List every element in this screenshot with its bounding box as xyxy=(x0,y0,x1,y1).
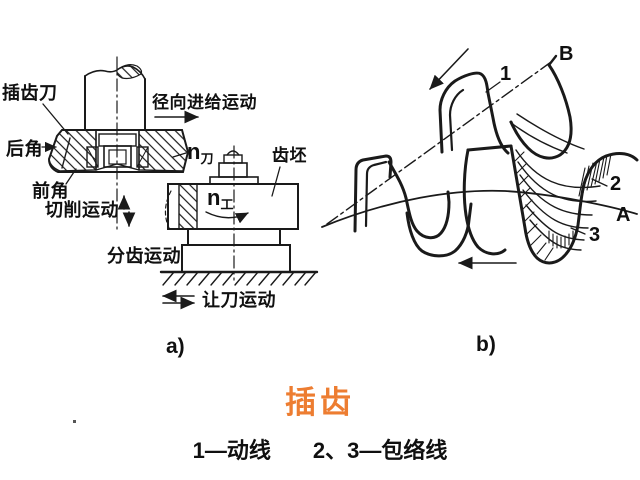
workpiece-rotation-arrow xyxy=(205,211,249,224)
label-front-angle: 前角 xyxy=(32,181,69,201)
flank-hatching xyxy=(513,151,574,261)
label-relief-motion: 让刀运动 xyxy=(202,290,276,310)
ground-hatching xyxy=(159,270,319,286)
label-cutter: 插齿刀 xyxy=(2,83,58,103)
front-angle-leader xyxy=(65,168,77,185)
label-curve-3: 3 xyxy=(589,224,601,246)
leader-3 xyxy=(570,227,586,235)
label-point-A: A xyxy=(616,204,631,226)
label-n-cutter: n刀 xyxy=(187,139,214,166)
figure-a-drawing xyxy=(41,56,319,310)
label-radial-feed-motion: 径向进给运动 xyxy=(152,93,257,112)
cutting-motion-arrows xyxy=(117,195,136,227)
label-curve-1: 1 xyxy=(500,63,512,85)
label-n-work: n工 xyxy=(207,185,234,212)
slide-title: 插齿 xyxy=(285,385,355,420)
figure-caption: 1—动线 2、3—包络线 xyxy=(0,433,640,465)
pitch-arc xyxy=(321,189,638,228)
label-gear-blank: 齿坯 xyxy=(272,146,307,165)
label-indexing-motion: 分齿运动 xyxy=(107,246,181,266)
blank-label-leader xyxy=(271,166,281,197)
label-back-angle: 后角 xyxy=(6,139,43,159)
label-curve-2: 2 xyxy=(610,173,622,195)
n-cutter-leader xyxy=(172,152,187,158)
gear-teeth-outline xyxy=(353,54,639,265)
envelope-curves xyxy=(509,113,601,251)
figure-b-drawing xyxy=(321,48,639,270)
cut-teeth-dashes xyxy=(164,190,172,229)
right-flank-hatch-fan xyxy=(578,153,612,197)
stroke-direction-arrow xyxy=(429,48,469,90)
support-blocks xyxy=(181,228,291,273)
cutter-label-leader xyxy=(42,103,69,135)
cutter-shaft xyxy=(84,56,146,234)
caption-curve-1-meaning: 1—动线 xyxy=(192,438,271,463)
leader-2 xyxy=(591,178,608,187)
cutter-body xyxy=(47,129,190,173)
image-artifact-dot xyxy=(73,420,76,423)
label-figure-a-tag: a) xyxy=(166,335,185,358)
generating-line xyxy=(326,61,552,225)
label-figure-b-tag: b) xyxy=(476,333,496,356)
label-point-B: B xyxy=(559,43,574,65)
relief-motion-arrows xyxy=(162,289,195,310)
leader-1 xyxy=(485,81,501,93)
label-cutting-motion: 切削运动 xyxy=(45,200,119,220)
caption-curves-2-3-meaning: 2、3—包络线 xyxy=(312,438,448,463)
